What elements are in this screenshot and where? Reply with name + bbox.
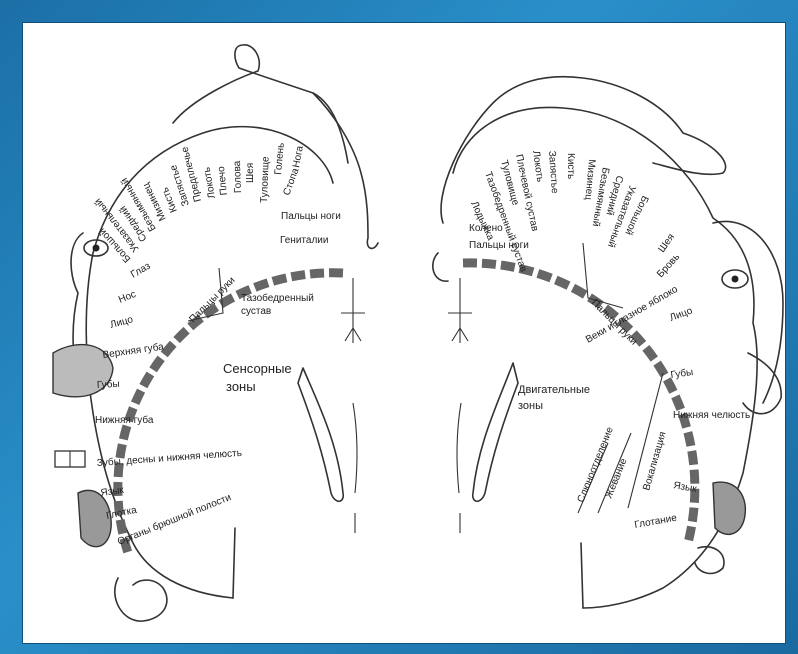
- sensory-zones-title-1: Сенсорные: [223, 361, 292, 376]
- sensory-label-upper-lip: Верхняя губа: [102, 340, 165, 361]
- motor-label-wrist: Запястье: [546, 150, 560, 194]
- motor-label-swallowing: Глотание: [634, 513, 679, 531]
- homunculus-diagram: Гениталии Пальцы ноги Стопа Нога Голень …: [23, 23, 785, 643]
- diagram-frame: Гениталии Пальцы ноги Стопа Нога Голень …: [22, 22, 786, 644]
- sensory-label-trunk: Туловище: [259, 156, 272, 203]
- sensory-zones-title-2: зоны: [226, 379, 256, 394]
- sensory-hemisphere: [53, 45, 378, 621]
- sensory-label-head: Голова: [232, 160, 244, 193]
- sensory-label-face: Лицо: [109, 314, 135, 331]
- sensory-label-shin: Голень: [273, 142, 287, 175]
- motor-label-chewing: Жевание: [604, 457, 630, 501]
- motor-label-elbow: Локоть: [530, 150, 545, 183]
- sensory-label-genitals: Гениталии: [280, 235, 328, 246]
- sensory-label-nose: Нос: [117, 289, 138, 306]
- motor-label-lips: Губы: [670, 366, 694, 381]
- motor-zones-title-1: Двигательные: [518, 384, 590, 396]
- motor-label-hand: Кисть: [565, 153, 576, 179]
- sensory-hip-label-2: сустав: [241, 306, 271, 317]
- sensory-labels: Гениталии Пальцы ноги Стопа Нога Голень …: [93, 142, 341, 548]
- motor-label-lower-jaw: Нижняя челюсть: [673, 410, 750, 421]
- sensory-label-eye: Глаз: [129, 261, 153, 281]
- sensory-hip-label-1: Тазобедренный: [241, 292, 314, 304]
- motor-hemisphere: [433, 77, 783, 608]
- sensory-label-leg: Нога: [291, 145, 306, 169]
- motor-label-little-finger: Мизинец: [582, 159, 597, 201]
- sensory-label-lower-lip: Нижняя губа: [95, 414, 154, 426]
- motor-label-face: Лицо: [668, 305, 694, 323]
- sensory-label-shoulder: Плечо: [216, 165, 230, 195]
- sensory-label-lips: Губы: [97, 378, 120, 391]
- sensory-label-toes: Пальцы ноги: [281, 211, 341, 222]
- sensory-label-abdominal-organs: Органы брюшной полости: [116, 491, 233, 548]
- sensory-label-foot: Стопа: [281, 166, 301, 197]
- motor-zones-title-2: зоны: [518, 400, 543, 412]
- motor-label-neck: Шея: [656, 232, 677, 255]
- motor-label-ankle: Лодыжка: [468, 200, 496, 243]
- sensory-label-tongue: Язык: [100, 485, 125, 499]
- motor-label-brow: Бровь: [655, 252, 682, 280]
- sensory-label-neck: Шея: [245, 163, 256, 183]
